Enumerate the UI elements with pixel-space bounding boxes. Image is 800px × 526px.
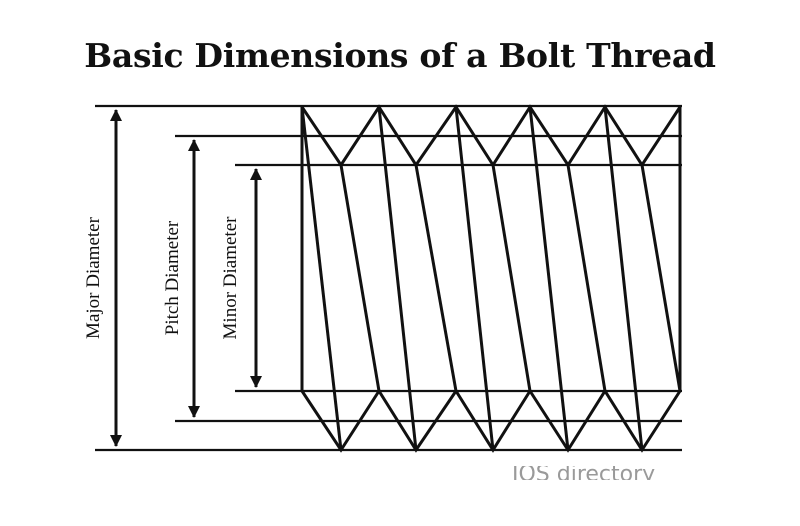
helix-back-line: [491, 164, 532, 392]
watermark-text: IQS directory: [512, 466, 656, 480]
minor-diameter-label: Minor Diameter: [220, 216, 241, 340]
helix-back-line: [339, 164, 381, 392]
major-diameter-label: Major Diameter: [83, 216, 104, 339]
helix-front-line: [300, 106, 343, 451]
helix-front-line: [528, 106, 570, 451]
helix-back-line: [414, 164, 458, 392]
helix-front-line: [603, 106, 644, 451]
dimension-arrows: [110, 109, 262, 447]
helix-back-line: [640, 164, 682, 392]
reference-lines: [95, 104, 682, 452]
pitch-diameter-label: Pitch Diameter: [162, 220, 183, 335]
diagram-title: Basic Dimensions of a Bolt Thread: [84, 36, 716, 75]
helix-front-line: [377, 106, 418, 451]
watermark-logo: IQS directory: [512, 466, 655, 480]
helix-front-line: [454, 106, 495, 451]
helix-back-line: [566, 164, 607, 392]
thread-profile: [300, 104, 682, 453]
helix-lines: [300, 106, 682, 451]
